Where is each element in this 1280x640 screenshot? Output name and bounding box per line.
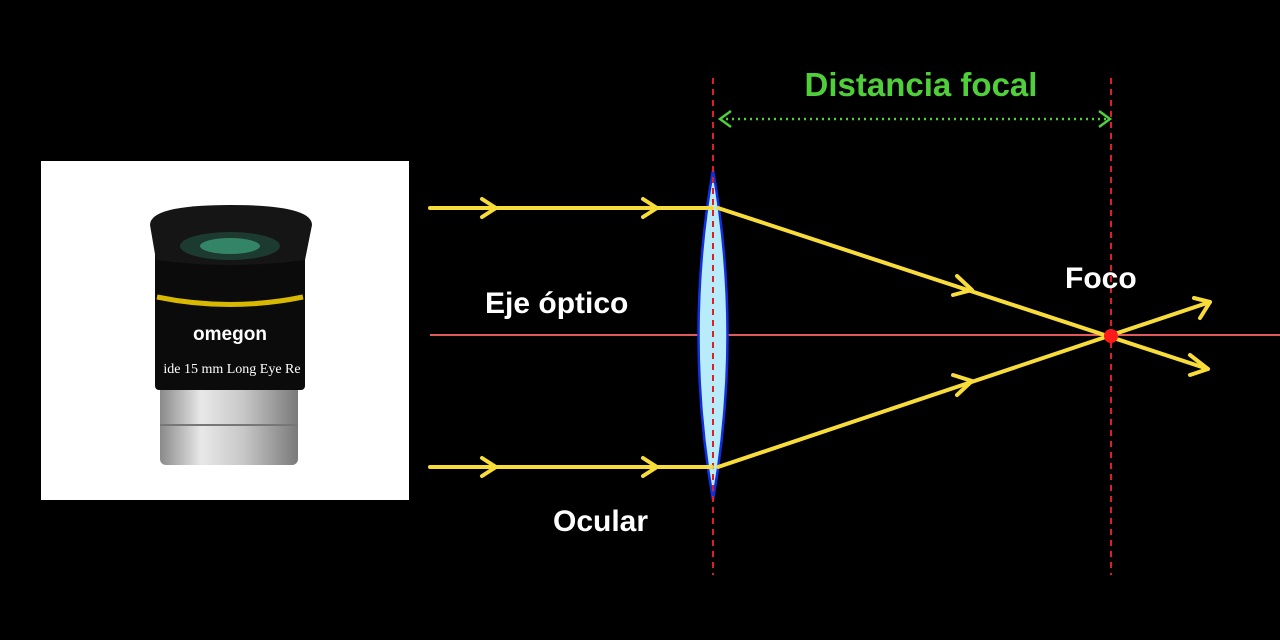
- eyepiece-label: Ocular: [553, 505, 648, 538]
- engraving-text: ide 15 mm Long Eye Re: [163, 362, 300, 377]
- brand-logo: omegon: [193, 324, 267, 345]
- focal-distance-title: Distancia focal: [805, 66, 1038, 103]
- focus-point: [1104, 329, 1118, 343]
- focal-distance-arrow: [717, 109, 1113, 129]
- optical-axis-label: Eje óptico: [485, 287, 628, 320]
- incoming-ray-top: [428, 197, 714, 219]
- focus-label: Foco: [1065, 262, 1137, 295]
- refracted-ray-bottom: [716, 296, 1212, 469]
- eyepiece-photo: omegon ide 15 mm Long Eye Re: [41, 161, 409, 500]
- incoming-ray-bottom: [428, 456, 714, 478]
- refracted-ray-top: [716, 206, 1210, 377]
